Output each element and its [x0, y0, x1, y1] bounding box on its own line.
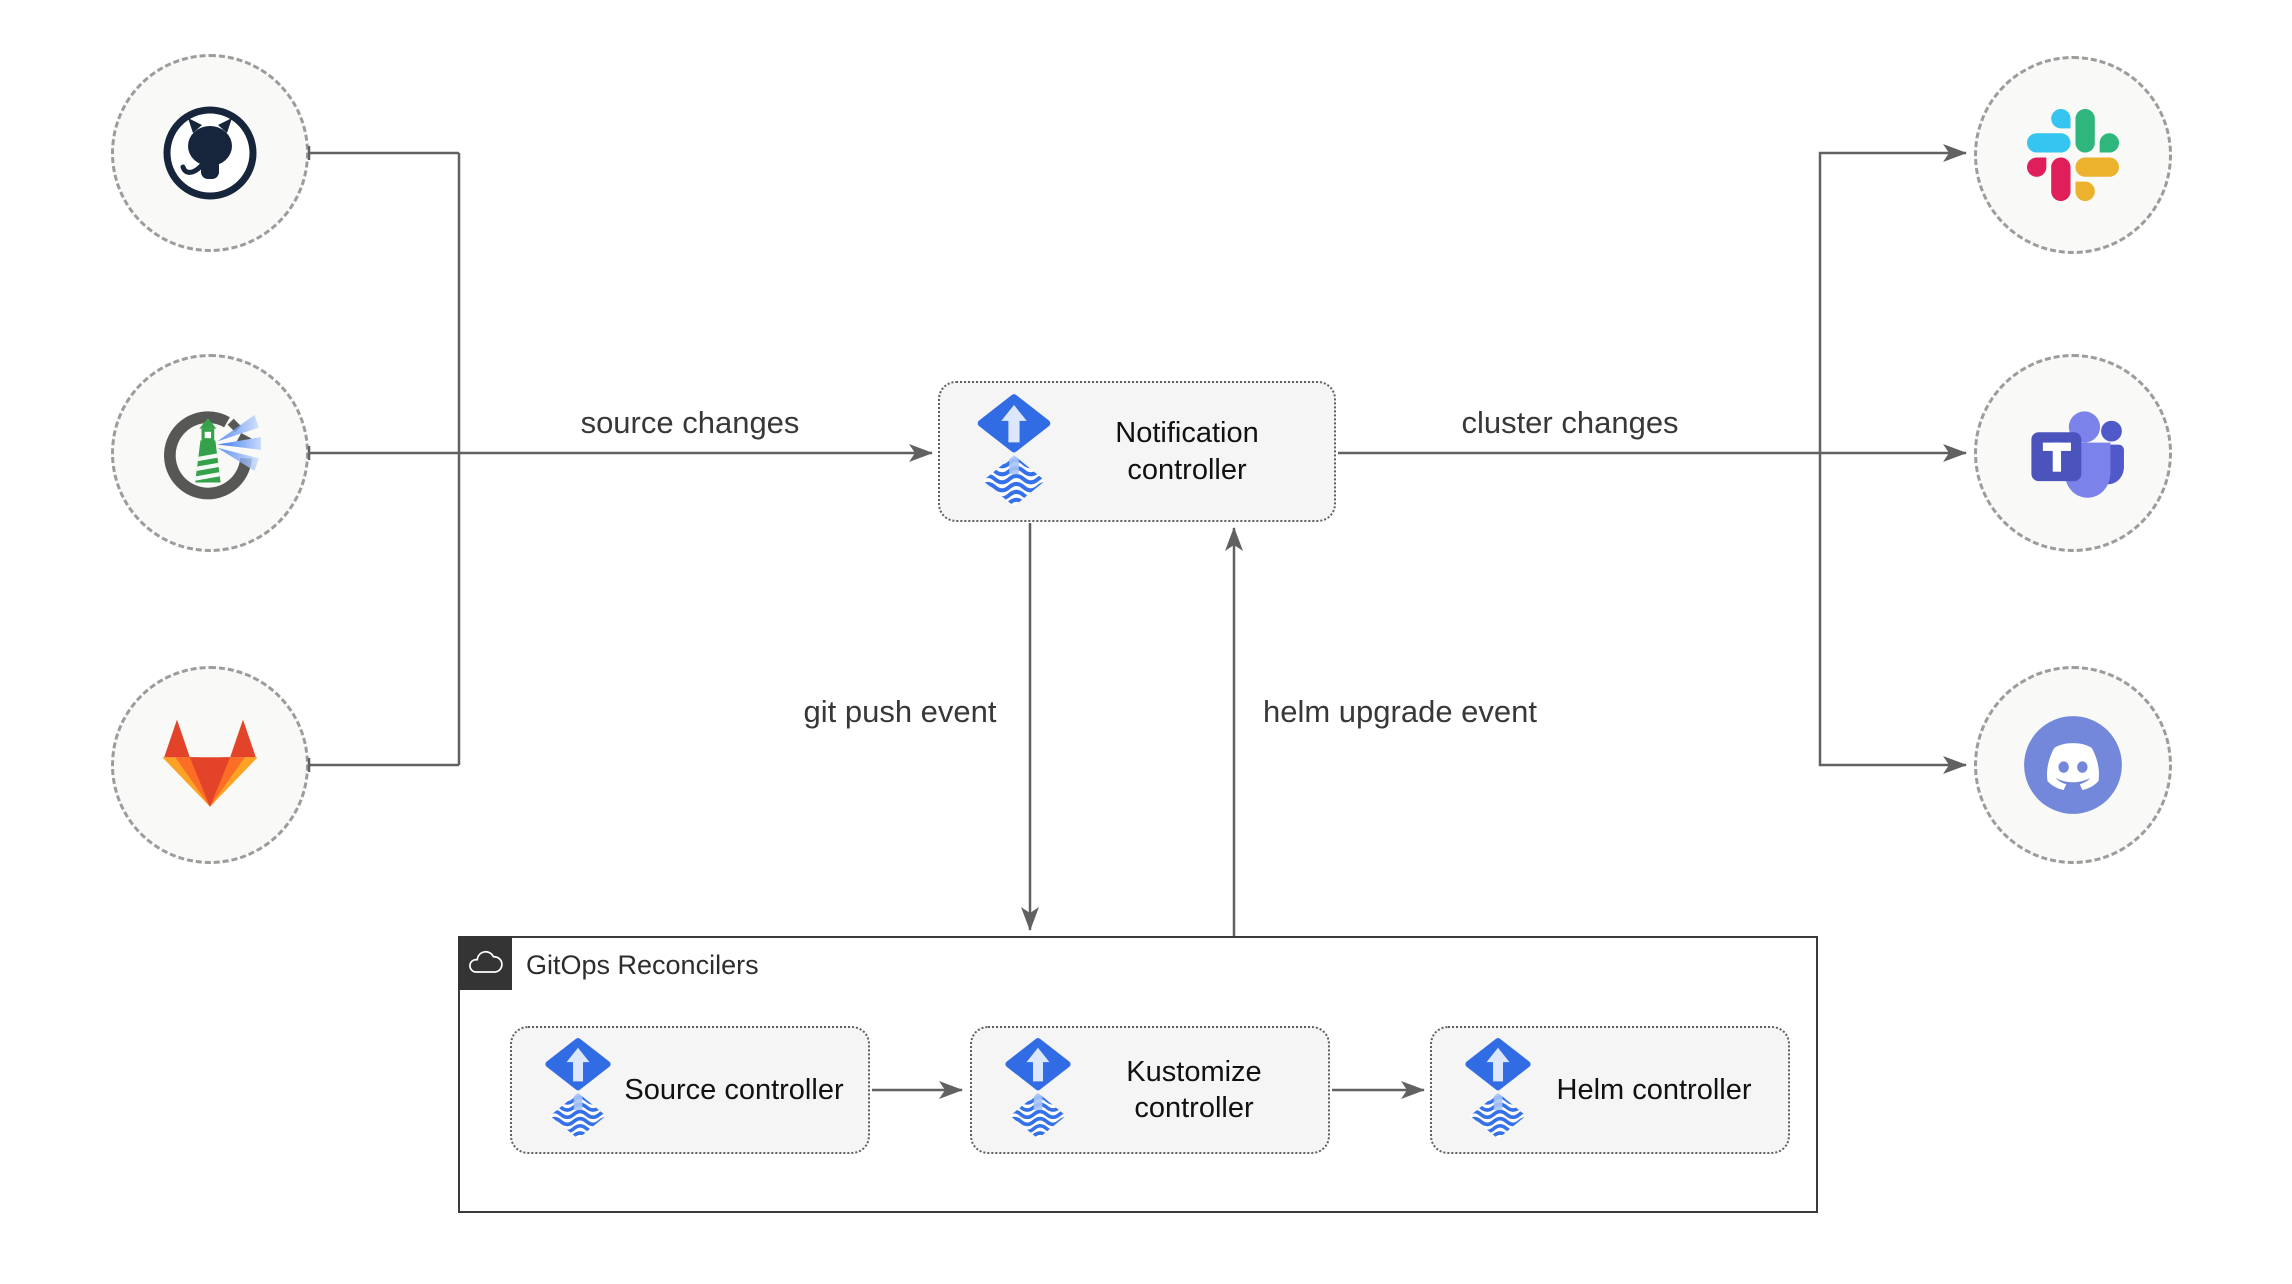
group-corner-badge — [458, 936, 512, 990]
slack-node — [1974, 56, 2172, 254]
github-node — [111, 54, 309, 252]
github-icon — [160, 103, 260, 203]
cloud-icon — [467, 950, 503, 976]
slack-icon — [2027, 109, 2119, 201]
edge-cluster-changes-slack — [1818, 144, 1967, 453]
source-controller-node: Source controller — [510, 1026, 870, 1154]
teams-node — [1974, 354, 2172, 552]
flux-icon — [974, 393, 1054, 511]
group-label: GitOps Reconcilers — [526, 950, 759, 980]
helm-controller-node: Helm controller — [1430, 1026, 1790, 1154]
notification-controller-label: Notification controller — [1115, 417, 1259, 486]
edge-label-helm-upgrade-event: helm upgrade event — [1256, 694, 1544, 730]
edge-label-git-push-event: git push event — [797, 694, 1003, 730]
kustomize-controller-label: Kustomize controller — [1126, 1055, 1262, 1124]
notification-controller-node: Notification controller — [938, 381, 1336, 522]
flux-icon — [1002, 1037, 1074, 1143]
microsoft-teams-icon — [2021, 401, 2125, 505]
gitlab-icon — [155, 715, 265, 816]
edge-label-cluster-changes: cluster changes — [1455, 405, 1685, 441]
harbor-icon — [157, 400, 263, 506]
harbor-node — [111, 354, 309, 552]
gitlab-node — [111, 666, 309, 864]
discord-icon — [2021, 713, 2125, 817]
kustomize-controller-node: Kustomize controller — [970, 1026, 1330, 1154]
discord-node — [1974, 666, 2172, 864]
edge-cluster-changes-discord — [1818, 453, 1967, 774]
source-controller-label: Source controller — [624, 1073, 844, 1106]
helm-controller-label: Helm controller — [1556, 1073, 1752, 1106]
flux-icon — [542, 1037, 614, 1143]
flux-icon — [1462, 1037, 1534, 1143]
edge-label-source-changes: source changes — [574, 405, 806, 441]
